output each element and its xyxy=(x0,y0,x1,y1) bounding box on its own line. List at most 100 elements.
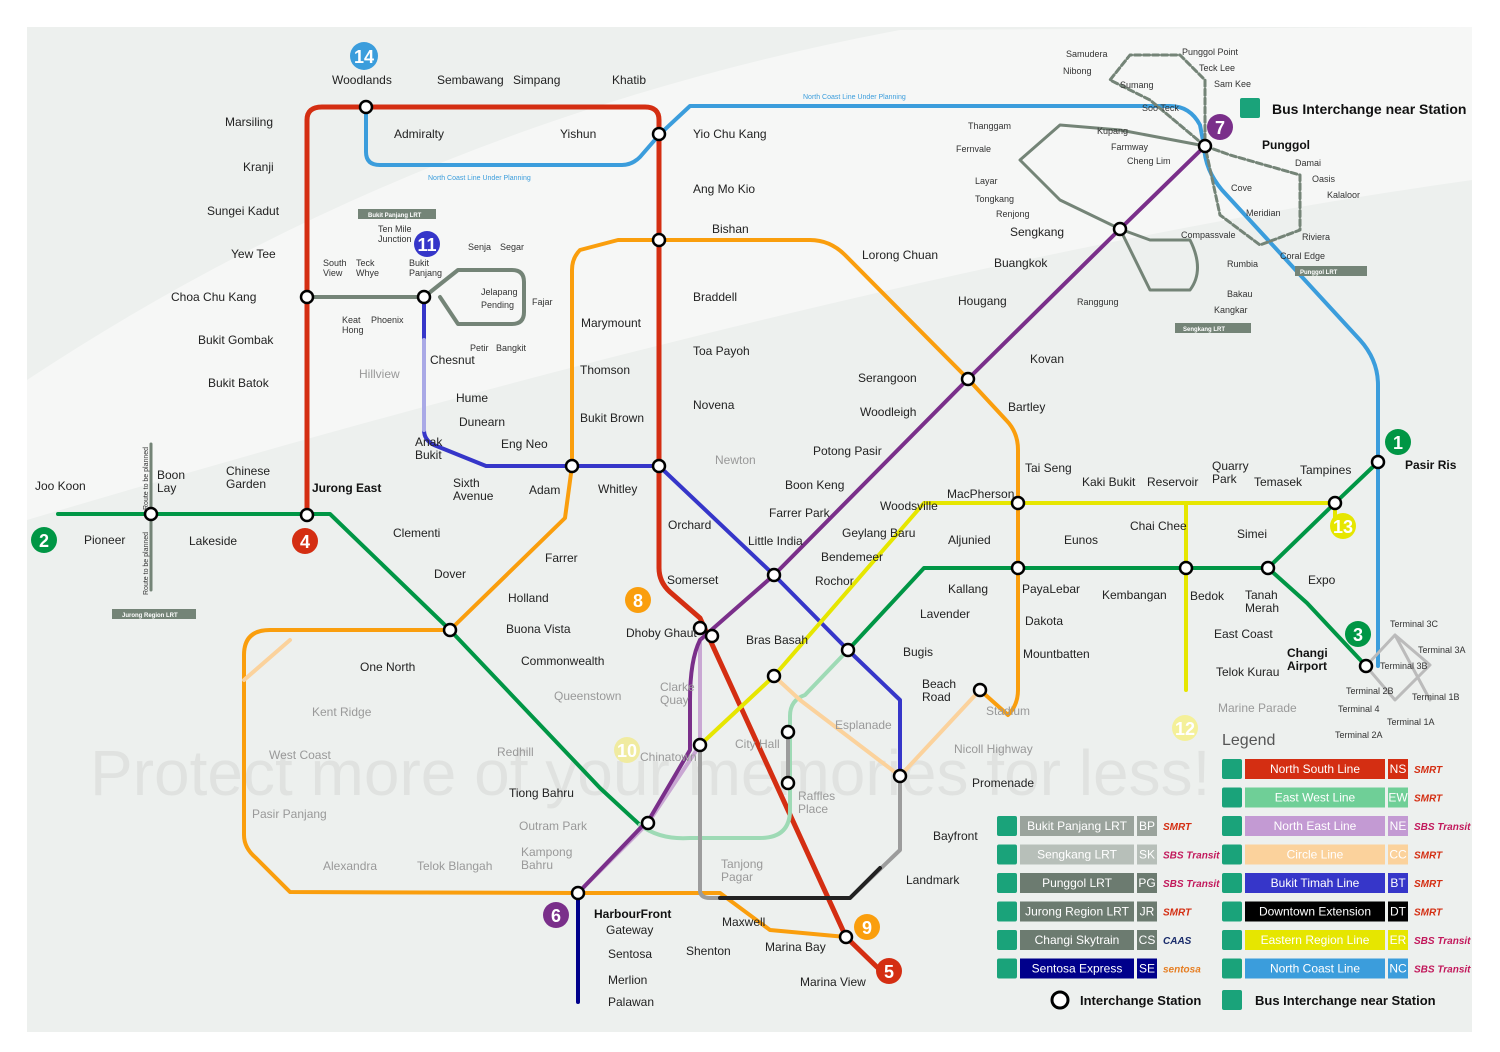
station-terminal-4[interactable]: Terminal 4 xyxy=(1338,704,1380,714)
station-nicoll-highway[interactable]: Nicoll Highway xyxy=(954,742,1033,756)
station-terminal-2b[interactable]: Terminal 2B xyxy=(1346,686,1394,696)
station-maxwell[interactable]: Maxwell xyxy=(722,915,765,929)
station-oasis[interactable]: Oasis xyxy=(1312,174,1336,184)
station-rumbia[interactable]: Rumbia xyxy=(1227,259,1258,269)
interchange-dhoby-ghaut-2[interactable] xyxy=(704,628,720,644)
station-kalaloor[interactable]: Kalaloor xyxy=(1327,190,1360,200)
interchange-jurong-east[interactable] xyxy=(299,507,315,523)
station-stadium[interactable]: Stadium xyxy=(986,704,1030,718)
station-east-coast[interactable]: East Coast xyxy=(1214,627,1273,641)
station-harbourfront[interactable]: HarbourFront xyxy=(594,907,671,921)
station-kovan[interactable]: Kovan xyxy=(1030,352,1064,366)
station-tiong-bahru[interactable]: Tiong Bahru xyxy=(509,786,574,800)
station-toa-payoh[interactable]: Toa Payoh xyxy=(693,344,750,358)
station-thomson[interactable]: Thomson xyxy=(580,363,630,377)
station-soo-teck[interactable]: Soo Teck xyxy=(1142,103,1179,113)
station-rochor[interactable]: Rochor xyxy=(815,574,854,588)
station-layar[interactable]: Layar xyxy=(975,176,998,186)
station-novena[interactable]: Novena xyxy=(693,398,735,412)
station-yew-tee[interactable]: Yew Tee xyxy=(231,247,276,261)
station-hougang[interactable]: Hougang xyxy=(958,294,1007,308)
station-kallang[interactable]: Kallang xyxy=(948,582,988,596)
station-sungei-kadut[interactable]: Sungei Kadut xyxy=(207,204,280,218)
interchange-tampines[interactable] xyxy=(1327,495,1343,511)
station-bukit-brown[interactable]: Bukit Brown xyxy=(580,411,644,425)
station-telok-kurau[interactable]: Telok Kurau xyxy=(1216,665,1279,679)
station-chestnut[interactable]: Chesnut xyxy=(430,353,475,367)
station-paya-lebar[interactable]: PayaLebar xyxy=(1022,582,1080,596)
station-west-coast[interactable]: West Coast xyxy=(269,748,331,762)
station-pending[interactable]: Pending xyxy=(481,300,514,310)
station-bedok[interactable]: Bedok xyxy=(1190,589,1225,603)
station-bangkit[interactable]: Bangkit xyxy=(496,343,527,353)
interchange-changi-airport[interactable] xyxy=(1358,658,1374,674)
station-pioneer[interactable]: Pioneer xyxy=(84,533,125,547)
station-fajar[interactable]: Fajar xyxy=(532,297,553,307)
station-thanggam[interactable]: Thanggam xyxy=(968,121,1011,131)
station-sumang[interactable]: Sumang xyxy=(1120,80,1154,90)
station-holland[interactable]: Holland xyxy=(508,591,549,605)
station-promenade[interactable]: Promenade xyxy=(972,776,1034,790)
station-cheng-lim[interactable]: Cheng Lim xyxy=(1127,156,1171,166)
interchange-macpherson[interactable] xyxy=(1010,495,1026,511)
station-cove[interactable]: Cove xyxy=(1231,183,1252,193)
station-admiralty[interactable]: Admiralty xyxy=(394,127,444,141)
station-esplanade[interactable]: Esplanade xyxy=(835,718,892,732)
station-yio-chu-kang[interactable]: Yio Chu Kang xyxy=(693,127,767,141)
station-terminal-2a[interactable]: Terminal 2A xyxy=(1335,730,1383,740)
station-joo-koon[interactable]: Joo Koon xyxy=(35,479,86,493)
station-kranji[interactable]: Kranji xyxy=(243,160,274,174)
station-bugis[interactable]: Bugis xyxy=(903,645,933,659)
station-landmark[interactable]: Landmark xyxy=(906,873,960,887)
interchange-promenade[interactable] xyxy=(892,768,908,784)
interchange-dhoby-ghaut-1[interactable] xyxy=(692,620,708,636)
station-reservoir[interactable]: Reservoir xyxy=(1147,475,1198,489)
station-queenstown[interactable]: Queenstown xyxy=(554,689,621,703)
station-ang-mo-kio[interactable]: Ang Mo Kio xyxy=(693,182,755,196)
station-gateway[interactable]: Gateway xyxy=(606,923,653,937)
station-lorong-chuan[interactable]: Lorong Chuan xyxy=(862,248,938,262)
station-segar[interactable]: Segar xyxy=(500,242,524,252)
station-chinatown[interactable]: Chinatown xyxy=(640,750,697,764)
station-farrer[interactable]: Farrer xyxy=(545,551,578,565)
station-mountbatten[interactable]: Mountbatten xyxy=(1023,647,1090,661)
station-kupang[interactable]: Kupang xyxy=(1097,126,1128,136)
station-lakeside[interactable]: Lakeside xyxy=(189,534,237,548)
station-renjong[interactable]: Renjong xyxy=(996,209,1030,219)
station-pasir-panjang[interactable]: Pasir Panjang xyxy=(252,807,327,821)
station-woodleigh[interactable]: Woodleigh xyxy=(860,405,916,419)
station-tongkang[interactable]: Tongkang xyxy=(975,194,1014,204)
station-farrer-park[interactable]: Farrer Park xyxy=(769,506,831,520)
station-kembangan[interactable]: Kembangan xyxy=(1102,588,1167,602)
interchange-serangoon[interactable] xyxy=(960,371,976,387)
station-compassvale[interactable]: Compassvale xyxy=(1181,230,1236,240)
station-marina-bay[interactable]: Marina Bay xyxy=(765,940,826,954)
station-dunearn[interactable]: Dunearn xyxy=(459,415,505,429)
station-kaki-bukit[interactable]: Kaki Bukit xyxy=(1082,475,1136,489)
station-redhill[interactable]: Redhill xyxy=(497,745,534,759)
station-fernvale[interactable]: Fernvale xyxy=(956,144,991,154)
station-terminal-1a[interactable]: Terminal 1A xyxy=(1387,717,1435,727)
station-outram-park[interactable]: Outram Park xyxy=(519,819,588,833)
interchange-sengkang[interactable] xyxy=(1112,221,1128,237)
interchange-raffles-place[interactable] xyxy=(780,775,796,791)
station-commonwealth[interactable]: Commonwealth xyxy=(521,654,604,668)
station-palawan[interactable]: Palawan xyxy=(608,995,654,1009)
station-eunos[interactable]: Eunos xyxy=(1064,533,1098,547)
station-terminal-3c[interactable]: Terminal 3C xyxy=(1390,619,1439,629)
station-buangkok[interactable]: Buangkok xyxy=(994,256,1048,270)
station-bishan[interactable]: Bishan xyxy=(712,222,749,236)
station-farmway[interactable]: Farmway xyxy=(1111,142,1149,152)
station-hillview[interactable]: Hillview xyxy=(359,367,400,381)
interchange-city-hall[interactable] xyxy=(780,724,796,740)
station-punggol-point[interactable]: Punggol Point xyxy=(1182,47,1239,57)
